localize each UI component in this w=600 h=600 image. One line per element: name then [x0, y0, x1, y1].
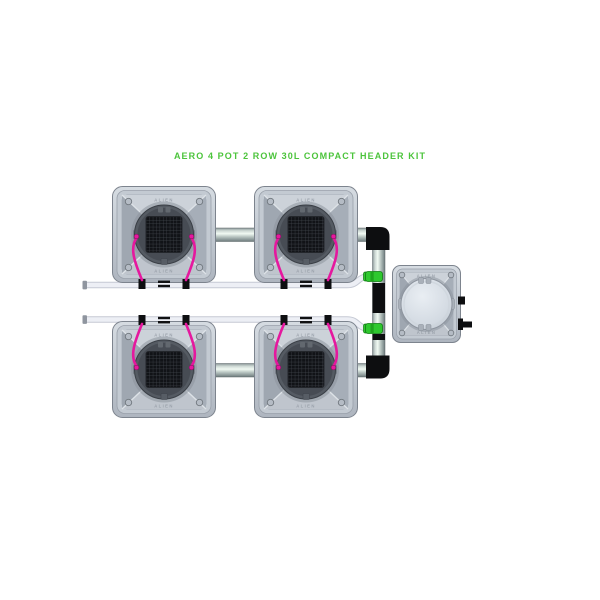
- tank-screw-tl: [398, 271, 406, 279]
- tank-emboss-bottom: ALIEN: [417, 330, 437, 335]
- top-elbow-fitting: [366, 227, 390, 250]
- tank-lid-notch-bottom2: [425, 324, 432, 331]
- tank-lid-notch-bottom1: [418, 324, 424, 331]
- tank-screw-bl: [398, 329, 406, 337]
- tank-emboss-top: ALIEN: [417, 274, 437, 279]
- top-row-link-pipe: [209, 227, 259, 242]
- pot-1: [111, 185, 217, 291]
- pot-3: [111, 313, 217, 419]
- kit-title: AERO 4 POT 2 ROW 30L COMPACT HEADER KIT: [173, 151, 427, 161]
- tank-lid-notch-top2: [425, 277, 432, 284]
- tank-side-fitting-upper: [458, 296, 465, 305]
- bottom-row-link-pipe: [209, 363, 259, 378]
- pot-4: [253, 313, 359, 419]
- shutoff-valve-bottom: [363, 323, 383, 334]
- shutoff-valve-top: [363, 271, 383, 282]
- pot-2: [253, 185, 359, 291]
- header-tank: ALIEN ALIEN: [392, 265, 472, 343]
- bottom-manifold-end-cap: [82, 315, 87, 324]
- tank-screw-br: [447, 329, 455, 337]
- tank-lid: [400, 278, 453, 330]
- tank-lid-notch-top1: [418, 277, 424, 284]
- tank-screw-tr: [447, 271, 455, 279]
- top-manifold-end-cap: [82, 280, 87, 290]
- tank-side-fitting-lower: [458, 318, 472, 330]
- riser-collar-fitting: [372, 334, 385, 340]
- riser-union-fitting: [372, 283, 385, 313]
- bottom-elbow-fitting: [366, 355, 390, 379]
